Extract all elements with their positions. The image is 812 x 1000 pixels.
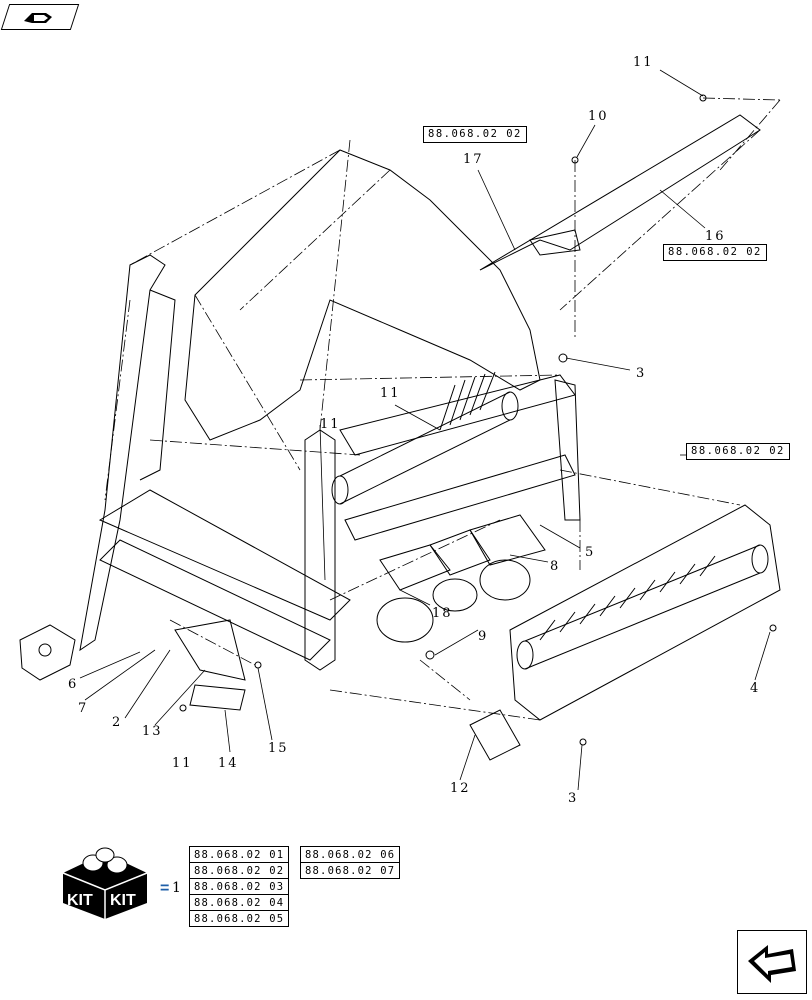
callout-6: 6: [68, 677, 78, 692]
roller-12: [469, 709, 521, 761]
ref-box-right-mid[interactable]: 88.068.02 02: [686, 443, 790, 460]
kit-ref-item[interactable]: 88.068.02 05: [188, 910, 290, 927]
bracket-13: [174, 619, 246, 681]
middle-drums: [376, 514, 546, 643]
book-page-button[interactable]: [0, 4, 80, 30]
callout-9: 9: [478, 629, 488, 644]
left-post-inner: [139, 289, 176, 481]
side-panel-plate: [184, 149, 541, 441]
kit-box-icon: KIT KIT: [62, 847, 148, 919]
ref-box-top-label: 88.068.02 02: [428, 128, 522, 140]
callout-18: 18: [432, 606, 453, 621]
right-frame-post: [554, 379, 581, 521]
kit-list-b: 88.068.02 06 88.068.02 07: [299, 846, 401, 879]
callout-7: 7: [78, 701, 88, 716]
next-page-button[interactable]: [737, 930, 807, 994]
left-post: [79, 254, 166, 652]
callout-8: 8: [550, 559, 560, 574]
kit-quantity: 1: [172, 880, 181, 896]
kit-ref-item[interactable]: 88.068.02 06: [299, 846, 401, 863]
callout-2: 2: [112, 715, 122, 730]
callout-16: 16: [705, 229, 726, 244]
kit-ref-item[interactable]: 88.068.02 02: [188, 862, 290, 879]
next-page-arrow-icon: [748, 945, 796, 983]
callout-11-center: 11: [320, 417, 341, 432]
ref-box-right-upper[interactable]: 88.068.02 02: [663, 244, 767, 261]
kit-ref-item[interactable]: 88.068.02 07: [299, 862, 401, 879]
callout-13: 13: [142, 724, 163, 739]
pickup-assembly: [509, 504, 781, 721]
callout-10: 10: [588, 109, 609, 124]
rear-frame: [339, 374, 576, 456]
lower-crossbar: [98, 489, 351, 621]
callout-3-upper: 3: [636, 366, 646, 381]
kit-list-a: 88.068.02 01 88.068.02 02 88.068.02 03 8…: [188, 846, 290, 927]
upper-roller: [331, 371, 519, 505]
top-cover-panel: [479, 114, 761, 271]
callout-11-top: 11: [633, 55, 654, 70]
callout-5: 5: [585, 545, 595, 560]
book-page-icon: [24, 13, 52, 23]
ref-box-right-upper-label: 88.068.02 02: [668, 246, 762, 258]
kit-label-left: KIT: [67, 892, 93, 909]
kit-ref-item[interactable]: 88.068.02 03: [188, 878, 290, 895]
lower-crossbar-2: [99, 539, 331, 661]
hitch-foot: [19, 624, 76, 681]
kit-equals-sign: =: [160, 880, 170, 897]
callout-12: 12: [450, 781, 471, 796]
callout-11-bottom: 11: [172, 756, 193, 771]
kit-ref-item[interactable]: 88.068.02 01: [188, 846, 290, 863]
rear-frame-low: [344, 454, 576, 541]
callout-3-lower: 3: [568, 791, 578, 806]
ref-box-right-mid-label: 88.068.02 02: [691, 445, 785, 457]
kit-label-right: KIT: [110, 892, 136, 909]
callout-4: 4: [750, 681, 760, 696]
bar-14: [189, 684, 246, 711]
callout-17: 17: [463, 152, 484, 167]
callout-14: 14: [218, 756, 239, 771]
ref-box-top[interactable]: 88.068.02 02: [423, 126, 527, 143]
callout-15: 15: [268, 741, 289, 756]
callout-11-mid: 11: [380, 386, 401, 401]
kit-ref-item[interactable]: 88.068.02 04: [188, 894, 290, 911]
center-post: [304, 429, 336, 671]
